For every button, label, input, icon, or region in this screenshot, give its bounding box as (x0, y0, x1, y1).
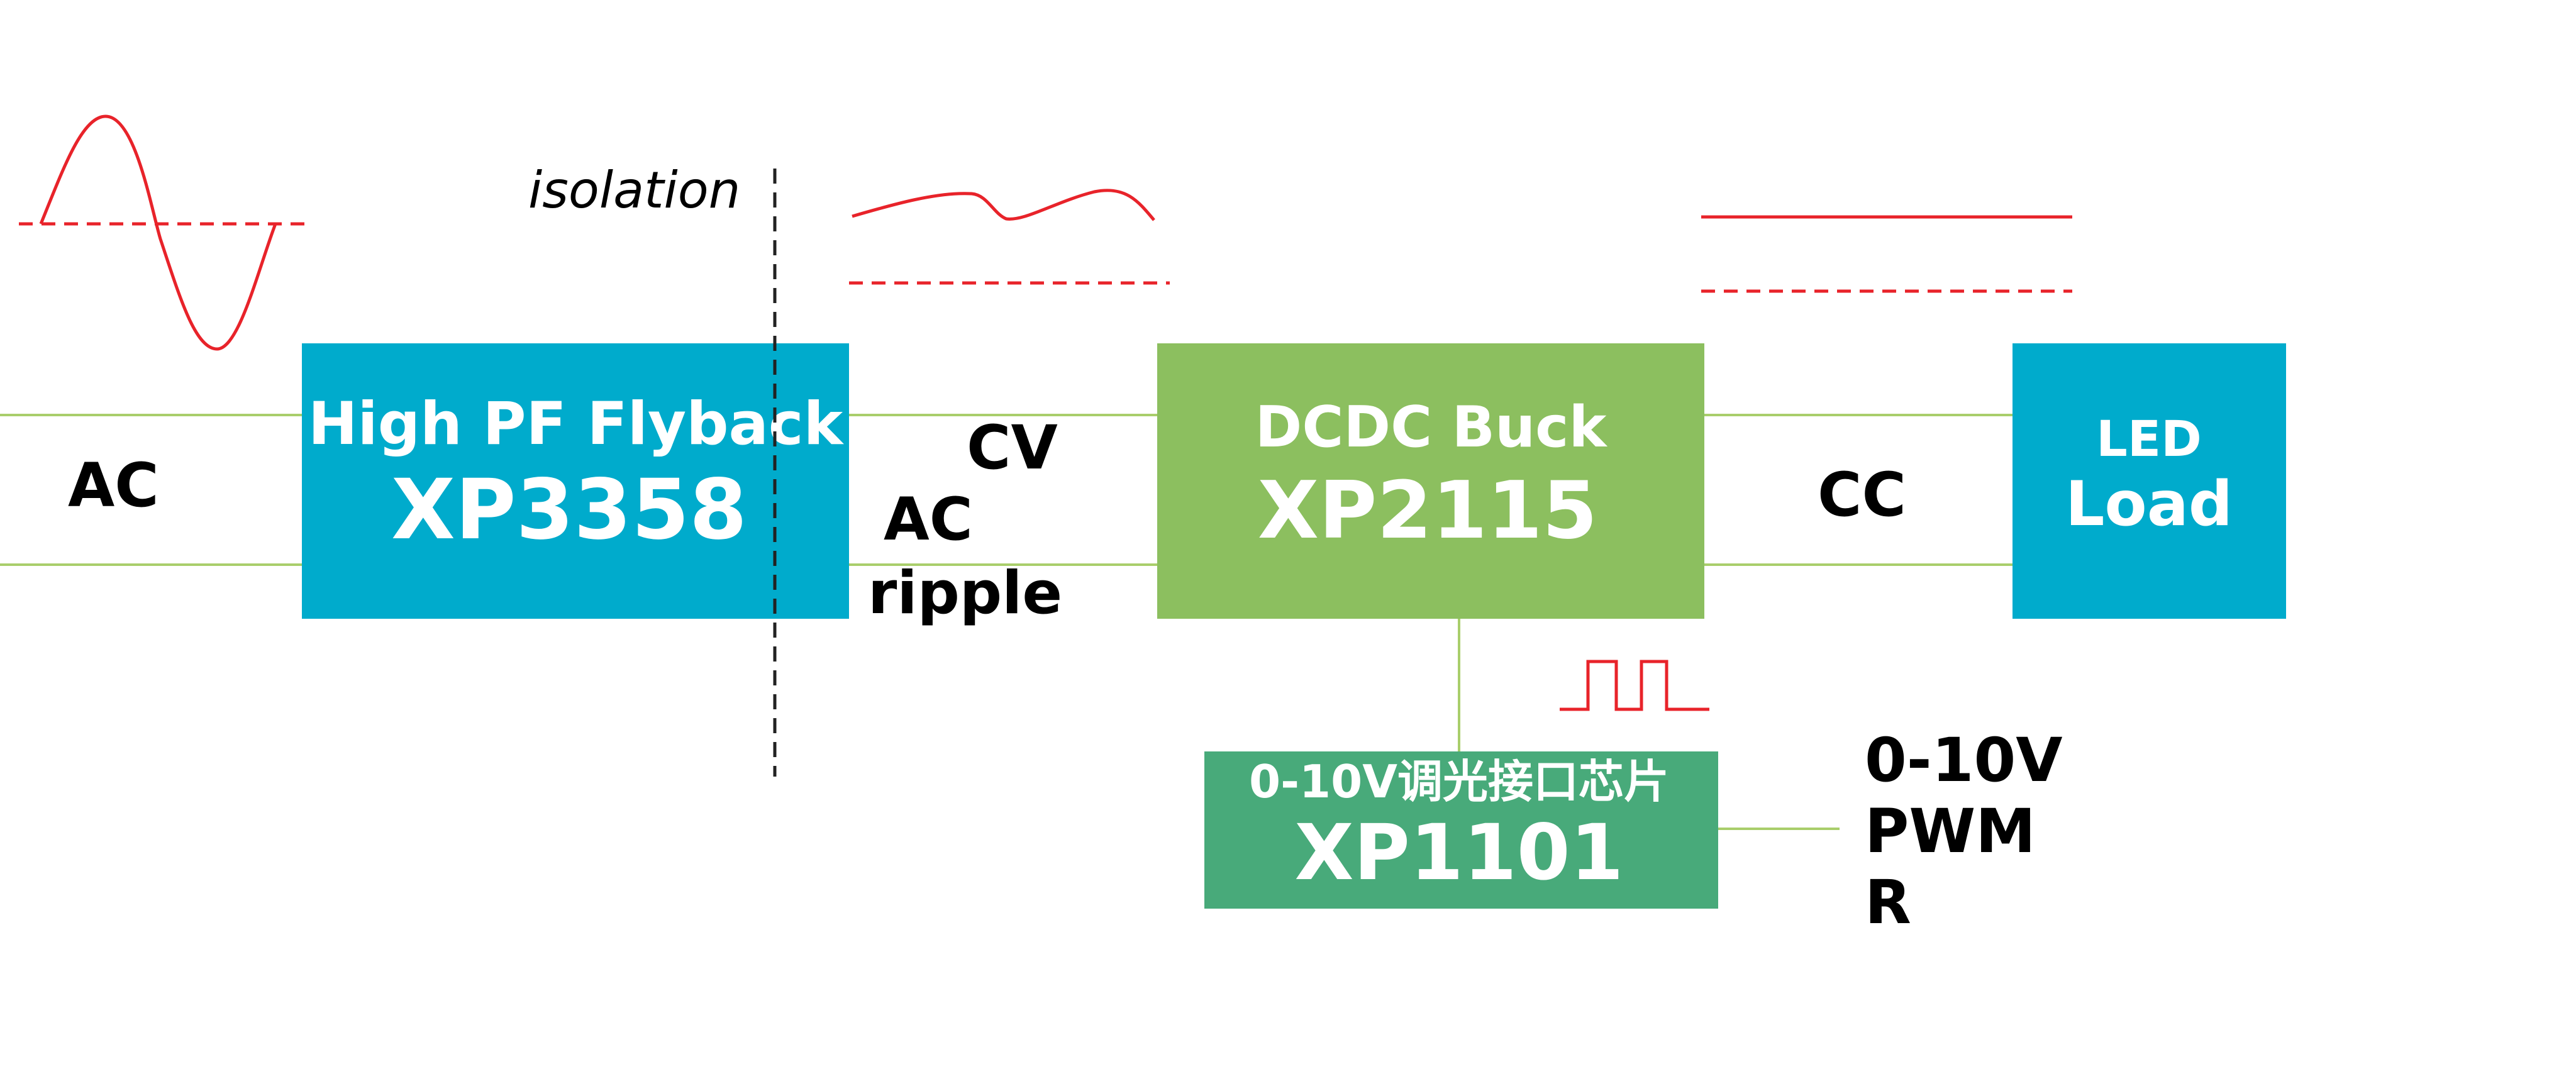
dimming-part: XP1101 (1294, 808, 1623, 897)
cc-waveform (1701, 215, 2072, 293)
flyback-title: High PF Flyback (308, 390, 845, 458)
buck-block (1157, 343, 1704, 619)
flyback-block (302, 343, 849, 619)
ripple-curve (852, 189, 1155, 221)
buck-part: XP2115 (1258, 464, 1597, 557)
dim-signal-label-2: PWM (1865, 796, 2036, 867)
ac-ripple-label-2: ripple (868, 559, 1062, 628)
dim-signal-label-1: 0-10V (1865, 725, 2063, 795)
dimming-block (1204, 751, 1718, 909)
led-load-title: LED (2096, 411, 2202, 468)
ac-ripple-label-1: AC (884, 485, 973, 554)
pwm-pulse-waveform (1560, 660, 1709, 711)
cv-ripple-waveform (849, 189, 1170, 285)
flyback-part: XP3358 (391, 462, 747, 558)
cv-label: CV (967, 413, 1058, 483)
cc-label: CC (1818, 460, 1906, 530)
isolation-label: isolation (528, 161, 740, 219)
dim-signal-label-3: R (1865, 867, 1911, 938)
led-load-block (2012, 343, 2286, 619)
wires (0, 414, 2012, 830)
ac-input-label: AC (68, 450, 159, 521)
ac-sine-waveform (19, 114, 311, 351)
led-load-part: Load (2065, 468, 2233, 540)
ac-sine-curve (39, 114, 277, 351)
dimming-title: 0-10V调光接口芯片 (1249, 755, 1669, 808)
buck-title: DCDC Buck (1255, 394, 1608, 460)
